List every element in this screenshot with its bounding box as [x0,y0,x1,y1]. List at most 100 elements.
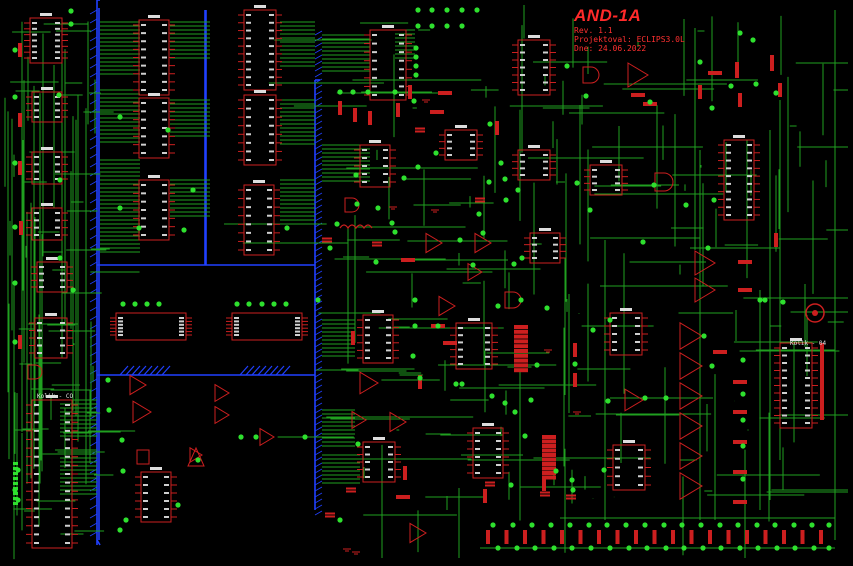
pin-label-mark [726,151,731,154]
junction-dot [774,545,780,551]
resistor [782,530,786,544]
pin-label-mark [458,327,463,329]
bus-entry [239,365,249,376]
junction-dot [753,81,759,87]
pin-label-mark [295,330,300,333]
pin-label-mark [365,319,370,321]
pin-label-mark [55,57,60,59]
resistor [733,500,747,504]
pin-label-mark [246,52,251,55]
pin-label-mark [141,152,146,154]
junction-dot [757,297,763,303]
pin-label-mark [246,223,251,226]
junction-dot [12,280,18,286]
junction-dot [259,301,265,307]
resistor [495,121,499,135]
pin-label-mark [55,170,60,173]
crystal [136,449,150,465]
pin-label-mark [234,334,239,336]
pin-label-mark [141,135,146,138]
pin-label-mark [179,317,184,319]
pin-label-mark [162,209,167,211]
pin-label-mark [65,490,70,493]
junction-dot [459,7,465,13]
bus-entry [314,156,323,162]
header-pin [13,477,18,480]
pin-label-mark [520,66,525,69]
pin-label-mark [118,334,123,336]
buffer-gate [627,62,649,88]
junction-dot [234,301,240,307]
header-pin [13,482,18,485]
junction-dot [12,487,18,493]
pin-label-mark [269,76,274,79]
pin-label-mark [726,175,731,178]
pin-label-mark [65,473,70,475]
pin-label-mark [362,157,367,159]
pin-label-mark [553,257,558,259]
pin-label-mark [267,249,272,251]
junction-dot [642,522,648,528]
resistor [542,462,556,466]
pin-label-mark [162,40,167,43]
pin-label-mark [246,37,251,40]
junction-dot [567,522,573,528]
pin-label-mark [39,286,44,288]
junction-dot [553,468,559,474]
pin-label-mark [365,341,370,344]
pin-label-mark [55,33,60,36]
junction-dot [640,239,646,245]
pin-label-mark [362,173,367,175]
pin-label-mark [65,516,70,519]
bus-entry [314,186,323,192]
pin-label-mark [365,326,370,329]
pin-label-mark [615,449,620,451]
bus-entry [314,420,323,426]
resistor [542,457,556,462]
pin-label-mark [372,76,377,79]
pin-label-mark [782,362,787,364]
pin-label-mark [34,438,39,441]
pin-label-mark [399,34,404,36]
pin-label-mark [520,74,525,76]
resistor [353,108,357,122]
pin-label-mark [295,334,300,336]
pin-label-mark [269,141,274,144]
header-pin [13,467,18,470]
bus-entry [314,396,323,402]
pin-label-mark [34,507,39,510]
pin-label-mark [447,140,452,143]
junction-dot [132,301,138,307]
junction-dot [350,89,356,95]
resistor [733,470,747,474]
pin-label-mark [458,334,463,337]
pin-label-mark [34,412,39,415]
pin-label-mark [141,64,146,67]
bus-entry [89,54,98,60]
ic-chip [455,322,493,370]
pin-label-mark [269,133,274,136]
resistor [514,325,528,329]
pin-label-mark [143,476,148,478]
pin-label-mark [362,149,367,151]
chip-label-mark [41,147,53,150]
bus-entry [314,492,323,498]
junction-dot [327,245,333,251]
bus-entry [314,342,323,348]
pin-label-mark [485,327,490,329]
resistor [542,444,556,448]
resistor [597,530,601,544]
pin-label-mark [246,124,251,127]
pin-label-mark [805,392,810,394]
junction-dot [683,202,689,208]
junction-dot [791,522,797,528]
bus-entry [269,365,279,376]
pin-label-mark [34,226,39,229]
pin-label-mark [388,446,393,448]
pin-label-mark [246,99,251,101]
bus-entry [314,168,323,174]
bus-line [96,539,101,546]
junction-dot [740,391,746,397]
ic-chip [36,261,68,293]
bus-entry [314,330,323,336]
